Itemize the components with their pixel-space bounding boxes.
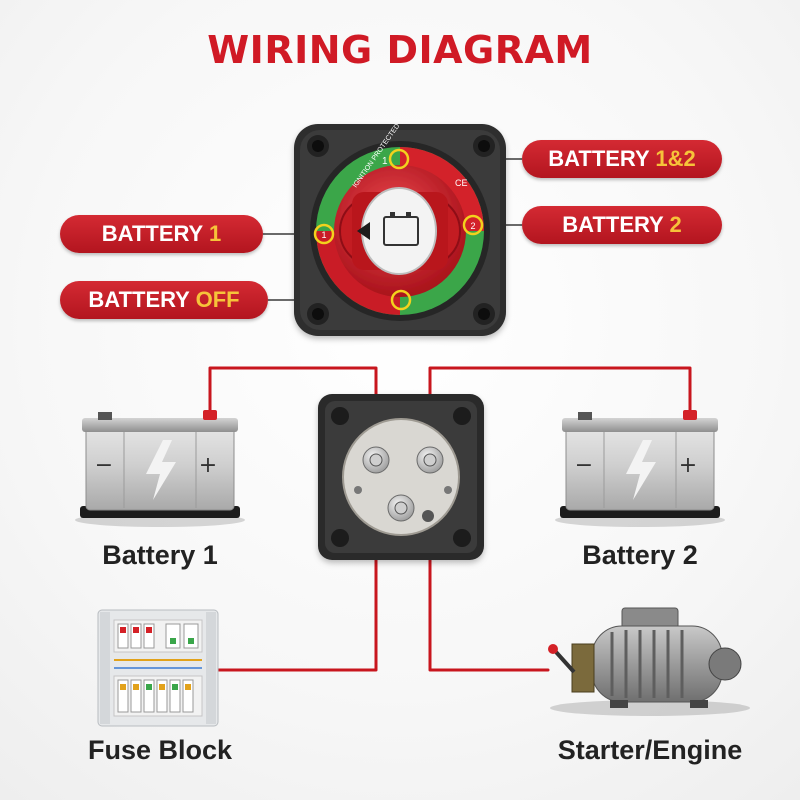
battery-2-plus: + [679, 453, 697, 478]
ce-mark: CE [455, 178, 468, 188]
battery-1-graphic: − + [75, 410, 245, 527]
dial-label-1: 1 [382, 156, 388, 167]
fuse-block-graphic [97, 609, 219, 727]
label-fuse-block: Fuse Block [87, 735, 233, 765]
marker-battery-off [390, 289, 412, 311]
callout-battery-1-accent: 1 [208, 221, 222, 246]
callout-battery-1: BATTERY 1 [60, 215, 263, 253]
label-starter-engine: Starter/Engine [557, 735, 743, 765]
label-battery-2: Battery 2 [582, 540, 698, 570]
battery-2-graphic: − + [555, 410, 725, 527]
callout-battery-1-text: BATTERY [101, 221, 209, 246]
marker-digit-1: 1 [321, 230, 326, 240]
callout-battery-2: BATTERY 2 [522, 206, 722, 244]
battery-switch-front [294, 124, 506, 336]
battery-1-minus: − [95, 453, 113, 478]
starter-engine-graphic [548, 607, 750, 716]
callout-battery-2-text: BATTERY [562, 212, 670, 237]
marker-battery-2 [462, 214, 484, 236]
marker-digit-2: 2 [470, 221, 475, 231]
callout-battery-12-text: BATTERY [548, 146, 656, 171]
page-title: WIRING DIAGRAM [207, 28, 593, 72]
callout-battery-off-accent: OFF [195, 287, 240, 312]
position-marker-digits: 1 2 [321, 221, 475, 240]
callout-battery-off: BATTERY OFF [60, 281, 268, 319]
label-battery-1: Battery 1 [102, 540, 218, 570]
wire-starter [428, 508, 550, 672]
battery-2-minus: − [575, 453, 593, 478]
position-markers [313, 148, 484, 311]
marker-battery-12 [388, 148, 410, 170]
marker-battery-1 [313, 223, 335, 245]
callout-battery-2-accent: 2 [669, 212, 682, 237]
callout-battery-12: BATTERY 1&2 [522, 140, 722, 178]
battery-switch-back [318, 394, 484, 560]
battery-1-plus: + [199, 453, 217, 478]
callout-battery-off-text: BATTERY [88, 287, 196, 312]
callout-battery-12-accent: 1&2 [655, 146, 696, 171]
